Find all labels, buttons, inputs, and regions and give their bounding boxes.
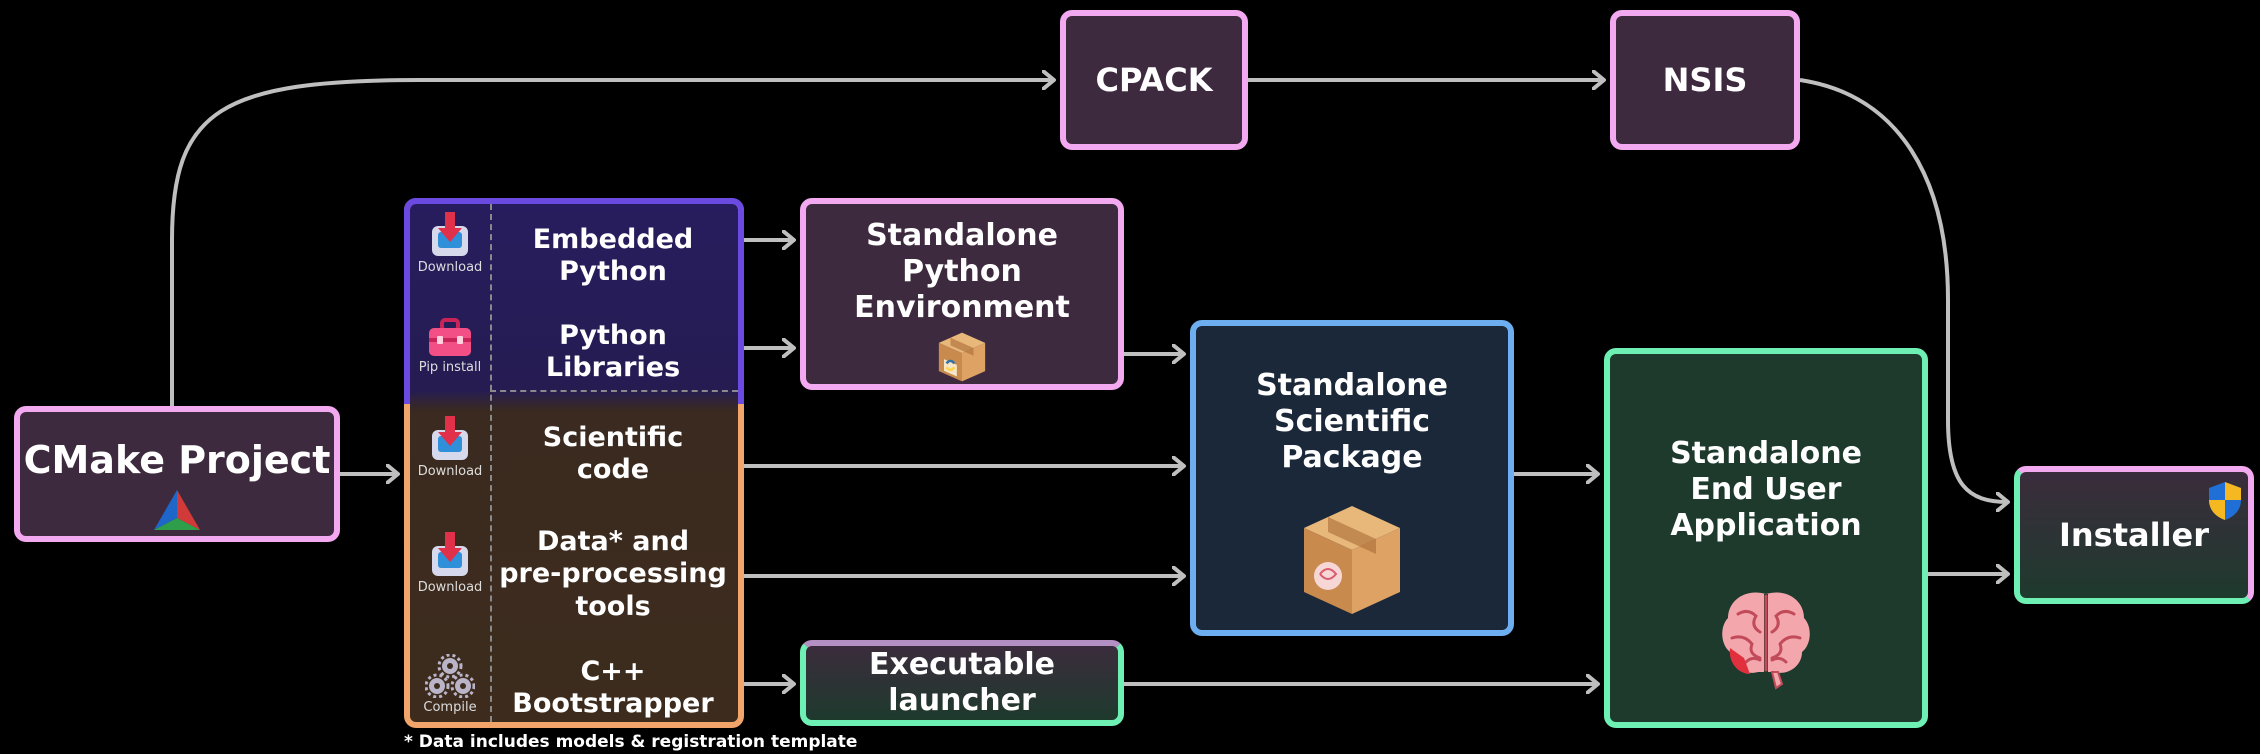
- cpack-node: CPACK: [1060, 10, 1248, 150]
- data-tools-label: Data* and pre-processing tools: [494, 526, 732, 623]
- compile-action: Compile: [410, 654, 490, 715]
- launcher-title: Executable launcher: [868, 647, 1056, 718]
- embedded-python-label: Embedded Python: [494, 224, 732, 289]
- pip-install-action: Pip install: [410, 318, 490, 375]
- cmake-project-title: CMake Project: [23, 438, 331, 482]
- compile-label: Compile: [423, 700, 477, 715]
- shield-icon: [2209, 482, 2241, 520]
- python-libraries-text: Python Libraries: [545, 320, 681, 384]
- component-row-scientific-code: Download Scientific code: [410, 414, 738, 514]
- python-env-line-2: Python Environment: [854, 254, 1070, 325]
- nsis-title: NSIS: [1662, 60, 1748, 99]
- cpp-bootstrapper-text: C++ Bootstrapper: [512, 656, 714, 720]
- component-row-data-tools: Download Data* and pre-processing tools: [410, 526, 738, 636]
- download-action: Download: [410, 532, 490, 595]
- cmake-project-node: CMake Project: [14, 406, 340, 542]
- cpack-title: CPACK: [1095, 60, 1213, 99]
- download-action: Download: [410, 212, 490, 275]
- data-tools-line-3: tools: [575, 590, 651, 622]
- end-user-application-node: Standalone End User Application: [1604, 348, 1928, 728]
- python-environment-node: Standalone Python Environment: [800, 198, 1124, 390]
- installer-node: Installer: [2014, 466, 2254, 604]
- brain-icon: [1722, 592, 1810, 690]
- component-row-embedded-python: Download Embedded Python: [410, 210, 738, 302]
- scientific-code-line-1: Scientific: [542, 422, 684, 453]
- cardboard-box-icon: [1304, 506, 1400, 614]
- download-label: Download: [417, 580, 483, 595]
- scientific-package-node: Standalone Scientific Package: [1190, 320, 1514, 636]
- pip-install-label: Pip install: [418, 360, 482, 375]
- download-tray-icon: [432, 416, 468, 460]
- data-tools-line-2: pre-processing: [499, 558, 727, 590]
- toolbox-icon: [429, 318, 471, 356]
- download-label: Download: [417, 464, 483, 479]
- download-tray-icon: [432, 212, 468, 256]
- scientific-code-line-2: code: [576, 454, 650, 486]
- component-row-cpp-bootstrapper: Compile C++ Bootstrapper: [410, 642, 738, 728]
- embedded-python-text: Embedded Python: [532, 224, 694, 288]
- executable-launcher-node: Executable launcher: [800, 640, 1124, 726]
- sci-package-line-3: Package: [1281, 440, 1423, 475]
- source-components-panel: Download Embedded Python Pip install Pyt…: [404, 198, 744, 728]
- edge-nsis-to-installer: [1799, 78, 2008, 502]
- nsis-node: NSIS: [1610, 10, 1800, 150]
- sci-package-line-1: Standalone: [1256, 368, 1448, 403]
- scientific-code-label: Scientific code: [494, 422, 732, 487]
- component-row-python-libraries: Pip install Python Libraries: [410, 304, 738, 390]
- download-label: Download: [417, 260, 483, 275]
- app-line-3: Application: [1670, 508, 1862, 543]
- footnote: * Data includes models & registration te…: [404, 732, 858, 752]
- download-action: Download: [410, 416, 490, 479]
- cardboard-box-icon: [938, 332, 986, 382]
- gears-icon: [425, 654, 475, 698]
- data-tools-line-1: Data* and: [536, 526, 690, 557]
- panel-horizontal-divider: [490, 390, 738, 392]
- cpp-bootstrapper-label: C++ Bootstrapper: [494, 656, 732, 721]
- python-libraries-label: Python Libraries: [494, 320, 732, 385]
- app-line-2: End User: [1690, 472, 1842, 507]
- panel-vertical-divider: [490, 204, 492, 722]
- app-line-1: Standalone: [1670, 436, 1862, 471]
- cmake-triangle-icon: [154, 489, 200, 530]
- edge-cmake-to-cpack: [170, 80, 1054, 406]
- download-tray-icon: [432, 532, 468, 576]
- installer-title: Installer: [2058, 515, 2210, 554]
- sci-package-line-2: Scientific: [1273, 404, 1431, 439]
- python-env-line-1: Standalone: [866, 218, 1058, 253]
